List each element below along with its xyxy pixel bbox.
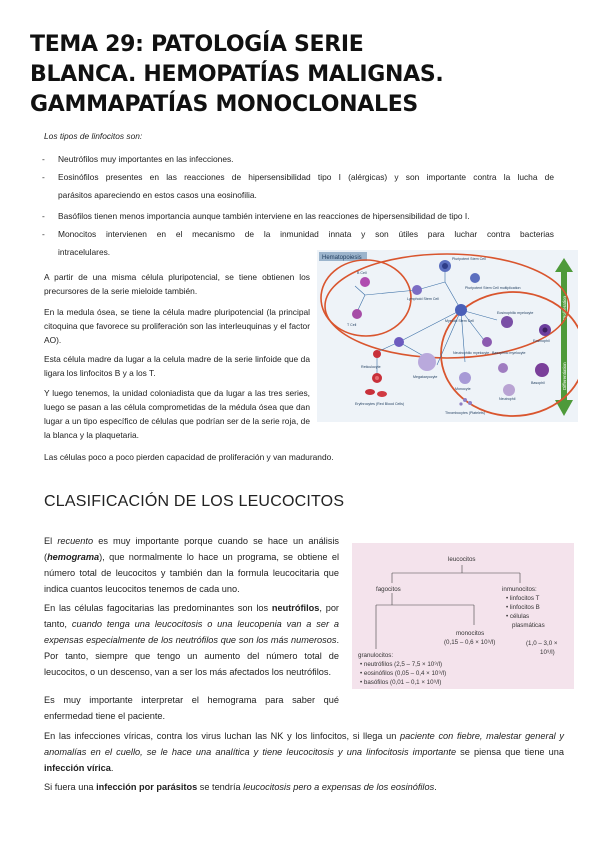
tree-granulocitos: granulocitos: — [358, 652, 393, 659]
svg-text:Thrombocytes (Platelets): Thrombocytes (Platelets) — [445, 411, 485, 415]
svg-text:Monocyte: Monocyte — [455, 387, 471, 391]
svg-text:• neutrófilos (2,5 – 7,5 × 10⁹: • neutrófilos (2,5 – 7,5 × 10⁹/l) — [360, 661, 442, 668]
svg-text:• eosinófilos (0,05 – 0,4 × 10: • eosinófilos (0,05 – 0,4 × 10⁹/l) — [360, 670, 446, 677]
tree-inmunocitos: inmunocitos: — [502, 586, 537, 593]
hematopoiesis-diagram: Hematopoiesis Proliferation Differentiat… — [317, 250, 586, 422]
svg-text:Basophil: Basophil — [531, 381, 545, 385]
paragraph-viricas: En las infecciones víricas, contra los v… — [44, 731, 564, 773]
svg-text:• basófilos (0,01 – 0,1 × 10: • basófilos (0,01 – 0,1 × 10⁹/l) — [360, 679, 441, 686]
svg-text:• células: • células — [506, 613, 529, 620]
section-heading: CLASIFICACIÓN DE LOS LEUCOCITOS — [44, 493, 345, 510]
paragraph-parasitos: Si fuera una infección por parásitos se … — [44, 782, 437, 792]
svg-text:Erythrocytes (Red Blood Cells): Erythrocytes (Red Blood Cells) — [355, 402, 404, 406]
svg-text:Proliferation: Proliferation — [562, 295, 567, 320]
svg-text:(1,0 – 3,0 ×: (1,0 – 3,0 × — [526, 640, 558, 647]
svg-text:Lymphoid Stem Cell: Lymphoid Stem Cell — [407, 297, 439, 301]
paragraph: En la medula ósea, se tiene la célula ma… — [44, 307, 310, 345]
leucocitos-tree: leucocitos fagocitos inmunocitos: • linf… — [358, 556, 558, 686]
svg-text:Neutrophil: Neutrophil — [499, 397, 516, 401]
svg-text:Neutrophilic myelocyte: Neutrophilic myelocyte — [453, 351, 489, 355]
svg-text:Myeloid Stem Cell: Myeloid Stem Cell — [445, 319, 474, 323]
svg-text:T Cell: T Cell — [347, 323, 357, 327]
svg-text:(0,15 – 0,6 × 10⁹/l): (0,15 – 0,6 × 10⁹/l) — [444, 639, 495, 646]
paragraph: Y luego tenemos, la unidad coloniadista … — [44, 388, 310, 440]
tree-monocitos: monocitos — [456, 630, 484, 637]
svg-text:Basophilic myelocyte: Basophilic myelocyte — [492, 351, 526, 355]
paragraph: A partir de una misma célula pluripotenc… — [44, 272, 310, 296]
paragraph: Las células poco a poco pierden capacida… — [44, 452, 334, 462]
leucocitos-figure: leucocitos fagocitos inmunocitos: • linf… — [352, 543, 574, 689]
svg-text:• linfocitos T: • linfocitos T — [506, 595, 540, 602]
svg-text:plasmáticas: plasmáticas — [512, 622, 545, 629]
svg-text:Eosinophilic myelocyte: Eosinophilic myelocyte — [497, 311, 533, 315]
tree-root: leucocitos — [448, 556, 476, 563]
svg-text:Pluripotent Stem Cell multipli: Pluripotent Stem Cell multiplication — [465, 286, 521, 290]
title-line-1: TEMA 29: PATOLOGÍA SERIE — [30, 32, 364, 57]
svg-text:• linfocitos B: • linfocitos B — [506, 604, 540, 611]
title-line-3: GAMMAPATÍAS MONOCLONALES — [30, 92, 418, 117]
paragraph-hemograma: Es muy importante interpretar el hemogra… — [44, 695, 339, 721]
svg-text:Reticulocyte: Reticulocyte — [361, 365, 381, 369]
svg-text:10⁹/l): 10⁹/l) — [540, 649, 555, 656]
paragraph: Esta célula madre da lugar a la celula m… — [44, 354, 310, 378]
intro-text: Los tipos de linfocitos son: — [44, 131, 143, 141]
tree-fagocitos: fagocitos — [376, 586, 401, 593]
svg-text:Pluripotent Stem Cell: Pluripotent Stem Cell — [452, 257, 486, 261]
svg-text:Differentiation: Differentiation — [562, 362, 567, 390]
svg-text:Eosinophil: Eosinophil — [533, 339, 550, 343]
title-line-2: BLANCA. HEMOPATÍAS MALIGNAS. — [30, 62, 444, 87]
hematopoiesis-figure: Hematopoiesis Proliferation Differentiat… — [317, 250, 586, 422]
svg-text:B Cell: B Cell — [357, 271, 367, 275]
paragraph-recuento: El recuento es muy importante porque cua… — [44, 536, 339, 594]
paragraph-fagocitarias: En las células fagocitarias las predomin… — [44, 603, 339, 677]
svg-text:Megakaryocyte: Megakaryocyte — [413, 375, 437, 379]
figure-header: Hematopoiesis — [322, 255, 362, 261]
page-title: TEMA 29: PATOLOGÍA SERIE BLANCA. HEMOPAT… — [30, 30, 575, 120]
